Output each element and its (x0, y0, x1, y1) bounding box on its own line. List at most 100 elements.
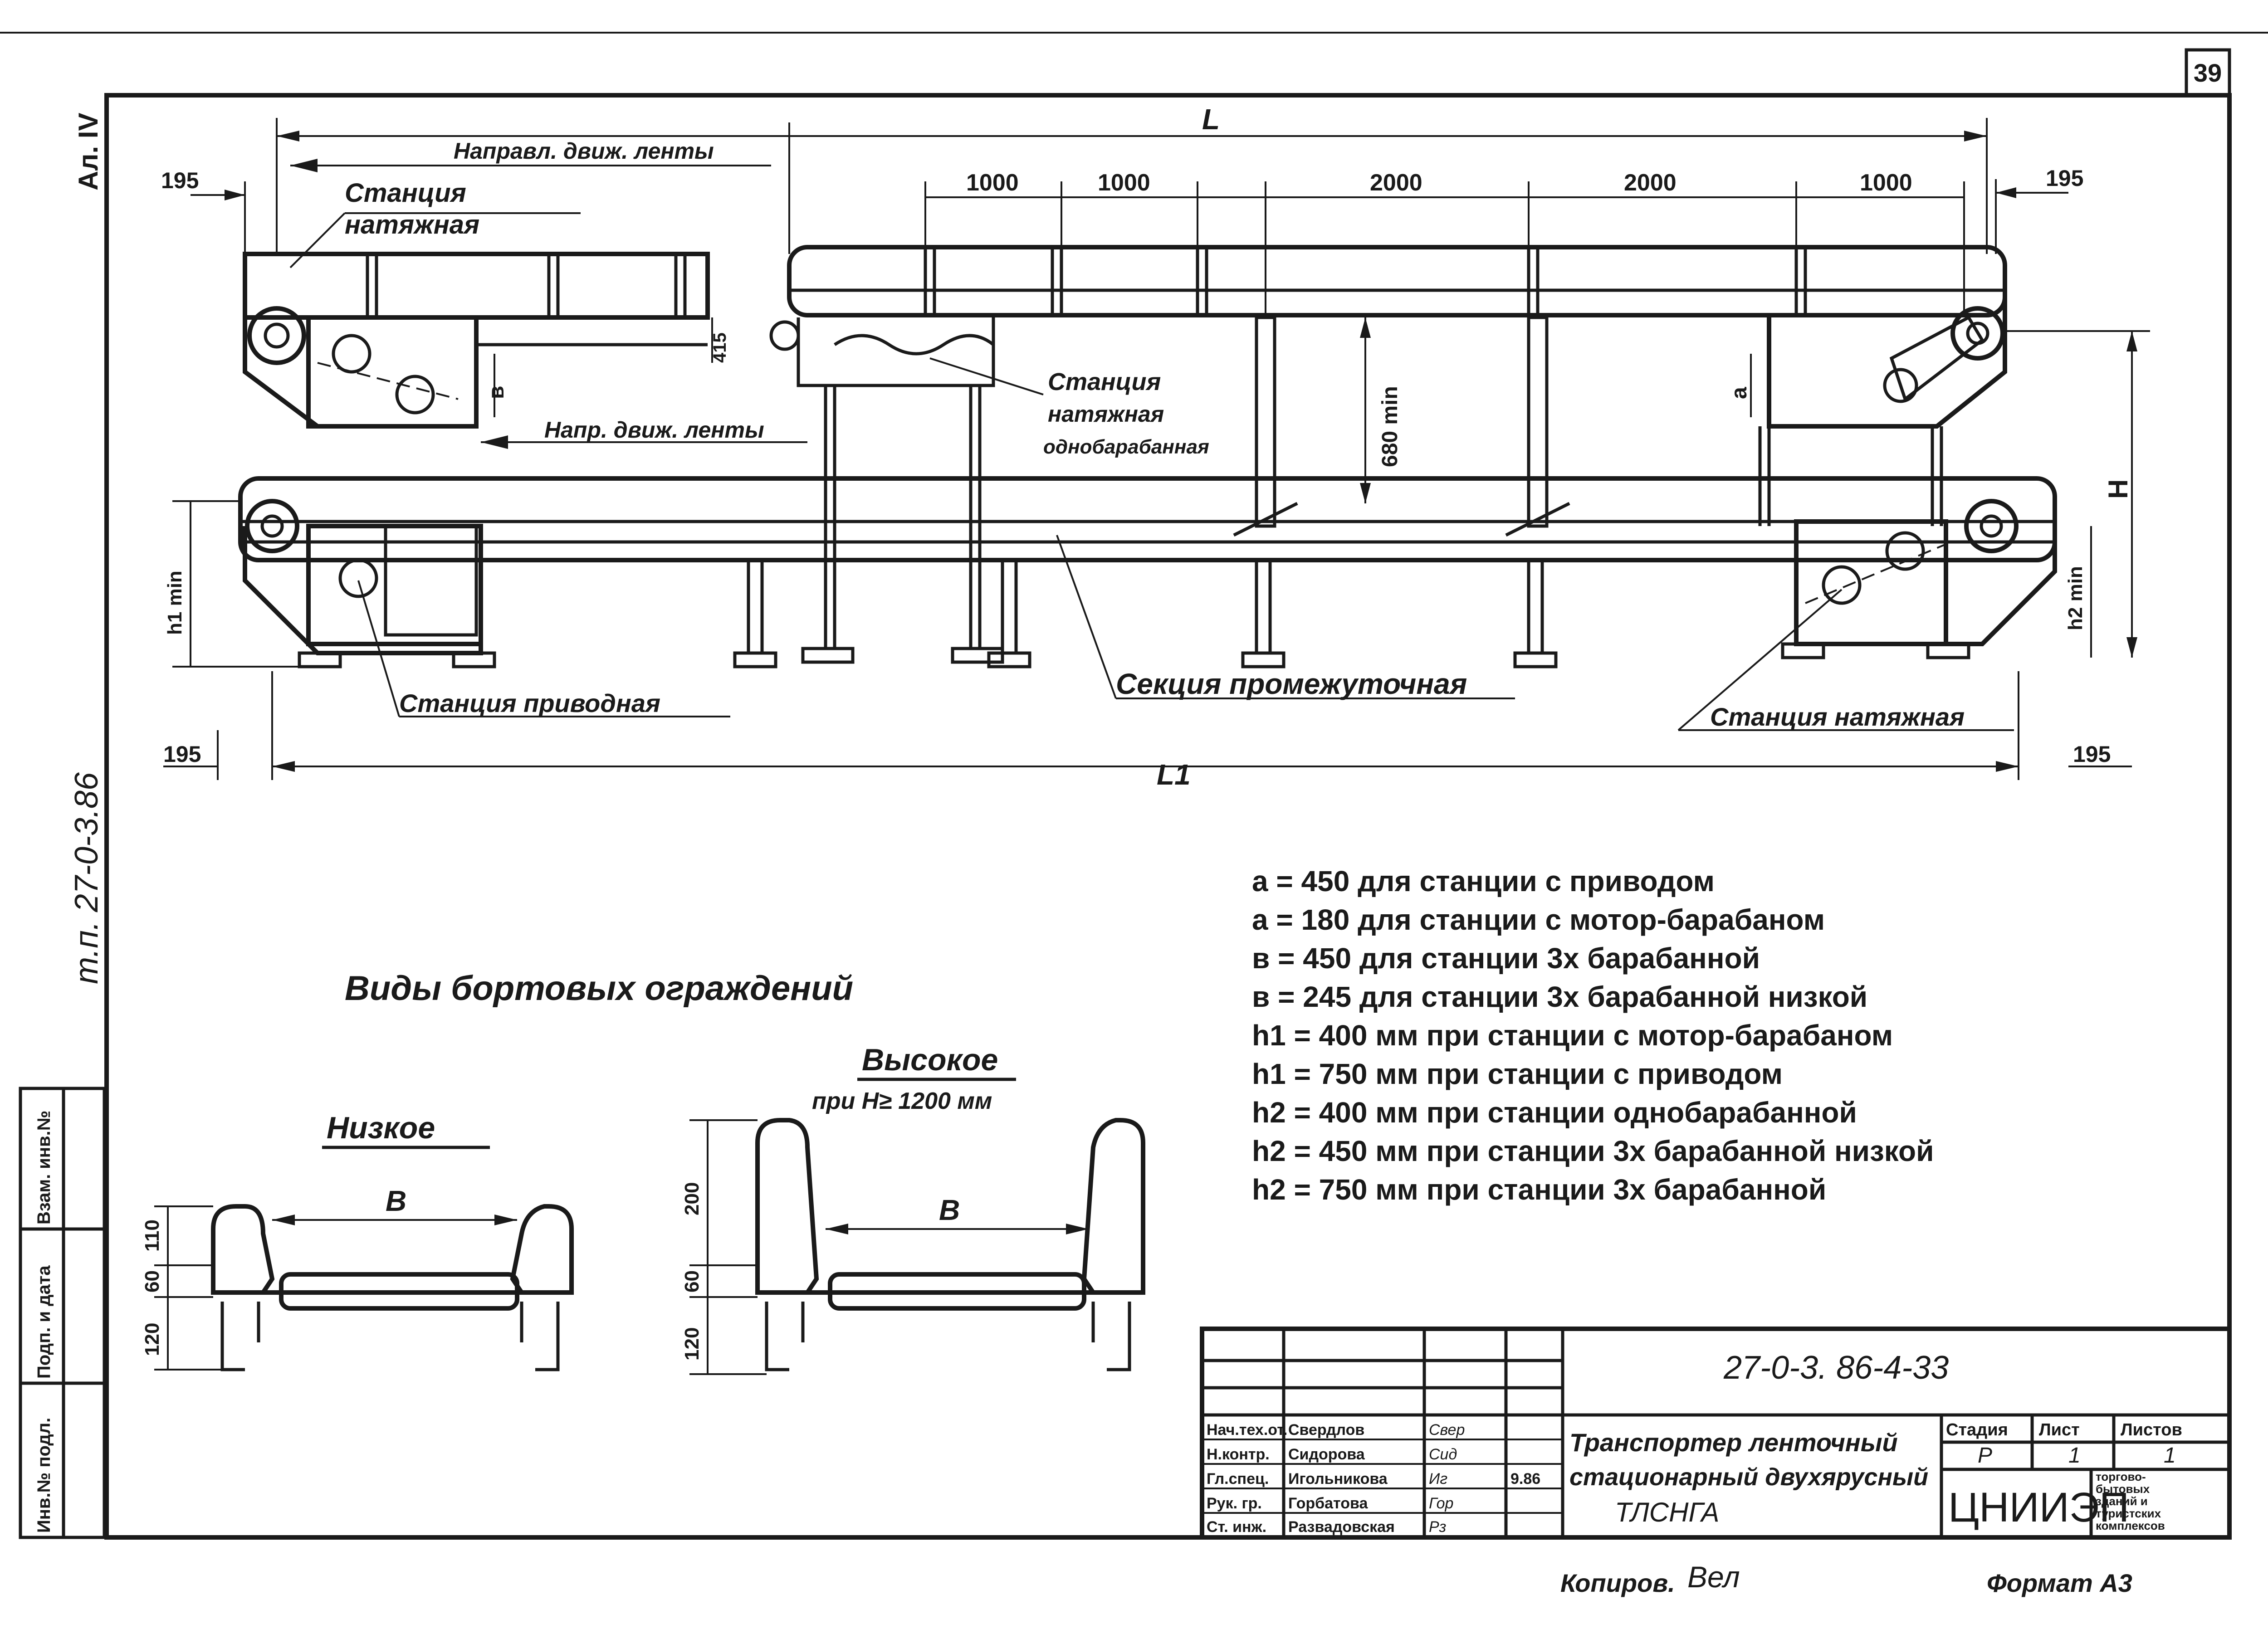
stage-value: Р (1978, 1444, 1992, 1468)
org-detail-3: зданий и (2096, 1494, 2148, 1508)
staff-name-5: Развадовская (1288, 1518, 1395, 1536)
sheet-value: 1 (2068, 1444, 2081, 1468)
staff-role-5: Ст. инж. (1207, 1518, 1266, 1536)
note-2: а = 180 для станции с мотор-барабаном (1252, 903, 1825, 936)
label-single-drum-2: натяжная (1048, 401, 1164, 427)
dim-L: L (1202, 103, 1220, 136)
upper-right-station: а H (1727, 272, 2150, 658)
dim-overall-bottom: L1 195 195 (163, 671, 2132, 791)
dim-680-min: 680 min (1378, 386, 1402, 467)
staff-sign-2: Сид (1429, 1446, 1457, 1463)
note-5: h1 = 400 мм при станции с мотор-барабано… (1252, 1019, 1893, 1052)
guard-high-dim-bottom: 120 (681, 1327, 703, 1361)
drawing-title-1: Транспортер ленточный (1569, 1428, 1898, 1457)
lower-tier: h1 min h2 min (164, 476, 2092, 668)
sheet-number: 39 (2194, 59, 2222, 87)
guards-title: Виды бортовых ограждений (345, 969, 853, 1008)
belt-direction-top: Направл. движ. ленты (290, 138, 771, 172)
copied-label: Копиров. (1560, 1569, 1675, 1597)
guard-high-dim-mid: 60 (681, 1270, 703, 1293)
guard-low-dim-mid: 60 (141, 1270, 163, 1293)
title-block: 27-0-3. 86-4-33 Нач.тех.от. Свердлов Све… (1200, 1327, 2232, 1540)
stamp-field-inventory: Инв.№ подл. (34, 1418, 54, 1533)
dim-195-top: 195 195 (161, 166, 2083, 254)
elevation-lower-labels: Станция приводная Секция промежуточная С… (357, 535, 2014, 731)
staff-date: 9.86 (1510, 1470, 1540, 1488)
upper-left-tension-station: Станция натяжная в 415 (243, 178, 730, 429)
staff-name-4: Горбатова (1288, 1495, 1368, 1512)
conveyor-elevation: L Направл. движ. ленты 195 195 (161, 103, 2150, 791)
guard-types: Виды бортовых ограждений Низкое В 110 60 (141, 969, 1145, 1375)
footer: Копиров. Вел Формат А3 (1560, 1560, 2132, 1597)
stage-header: Стадия (1946, 1420, 2008, 1439)
org-detail-4: туристских (2096, 1507, 2161, 1520)
note-1: а = 450 для станции с приводом (1252, 865, 1715, 897)
dim-195-right-bottom: 195 (2073, 741, 2111, 767)
guard-high-title: Высокое (862, 1043, 998, 1077)
notes-block: а = 450 для станции с приводом а = 180 д… (1252, 865, 1934, 1206)
dim-195-right-top: 195 (2046, 166, 2083, 191)
dim-seg-1: 1000 (966, 170, 1019, 196)
copied-signature: Вел (1687, 1560, 1740, 1594)
staff-sign-1: Свер (1429, 1421, 1465, 1439)
stamp-field-signature: Подп. и дата (34, 1265, 54, 1379)
sheet-header: Лист (2039, 1420, 2080, 1439)
belt-direction-top-label: Направл. движ. ленты (454, 138, 714, 164)
dim-H: H (2103, 479, 2133, 499)
note-4: в = 245 для станции 3х барабанной низкой (1252, 980, 1867, 1013)
staff-name-3: Игольникова (1288, 1470, 1388, 1488)
guard-low-title: Низкое (327, 1111, 435, 1145)
guard-low: Низкое В 110 60 120 (141, 1111, 574, 1371)
dim-195-left-top: 195 (161, 168, 199, 193)
note-3: в = 450 для станции 3х барабанной (1252, 942, 1760, 975)
label-single-drum-1: Станция (1048, 368, 1161, 395)
upper-main-section: 680 min Станция натяжная однобарабанная (769, 245, 2007, 664)
drawing-title-2: стационарный двухярусный (1569, 1463, 1928, 1491)
guard-high: Высокое при H≥ 1200 мм В 200 60 120 (681, 1043, 1145, 1375)
side-stamp: Ал. IV т.п. 27-0-3.86 Взам. инв.№ Подп. … (19, 113, 106, 1539)
staff-sign-4: Гор (1429, 1495, 1453, 1512)
staff-role-3: Гл.спец. (1207, 1470, 1269, 1488)
guard-low-dim-bottom: 120 (141, 1323, 163, 1356)
org-detail-5: комплексов (2096, 1519, 2165, 1532)
sheets-header: Листов (2121, 1420, 2182, 1439)
dim-h1: h1 min (164, 571, 186, 635)
belt-direction-mid: Напр. движ. ленты (481, 417, 807, 449)
label-tension-left-1: Станция (345, 178, 466, 208)
dim-segments: 1000 1000 2000 2000 1000 (924, 170, 1965, 317)
note-8: h2 = 450 мм при станции 3х барабанной ни… (1252, 1135, 1934, 1167)
staff-role-1: Нач.тех.от. (1207, 1421, 1287, 1439)
guard-high-condition: при H≥ 1200 мм (812, 1088, 992, 1114)
dim-b: в (484, 385, 508, 399)
label-tension-right: Станция натяжная (1710, 702, 1965, 731)
staff-sign-5: Рз (1429, 1518, 1446, 1536)
stamp-field-replaced: Взам. инв.№ (34, 1111, 54, 1224)
staff-name-2: Сидорова (1288, 1446, 1365, 1463)
dim-L1: L1 (1157, 758, 1191, 791)
dim-seg-4: 2000 (1624, 170, 1677, 196)
org-detail-1: торгово- (2096, 1470, 2146, 1483)
series-label: т.п. 27-0-3.86 (68, 772, 105, 984)
dim-a: а (1727, 387, 1751, 399)
staff-role-4: Рук. гр. (1207, 1495, 1262, 1512)
staff-name-1: Свердлов (1288, 1421, 1364, 1439)
dim-415: 415 (710, 332, 730, 363)
note-6: h1 = 750 мм при станции с приводом (1252, 1058, 1783, 1090)
sheets-value: 1 (2164, 1444, 2176, 1468)
guard-high-dim-top: 200 (681, 1182, 703, 1215)
label-tension-left-2: натяжная (345, 210, 479, 239)
guard-high-width: В (939, 1194, 960, 1226)
dim-seg-5: 1000 (1860, 170, 1912, 196)
staff-role-2: Н.контр. (1207, 1446, 1270, 1463)
guard-low-width: В (386, 1185, 406, 1217)
format-label: Формат А3 (1987, 1569, 2132, 1597)
staff-sign-3: Иг (1429, 1470, 1447, 1488)
belt-direction-mid-label: Напр. движ. ленты (544, 417, 764, 443)
drawing-code: 27-0-3. 86-4-33 (1723, 1350, 1949, 1386)
dim-seg-3: 2000 (1370, 170, 1422, 196)
org-detail-2: бытовых (2096, 1482, 2150, 1496)
album-label: Ал. IV (73, 113, 103, 190)
dim-h2: h2 min (2064, 566, 2087, 630)
label-drive-station: Станция приводная (399, 689, 660, 717)
